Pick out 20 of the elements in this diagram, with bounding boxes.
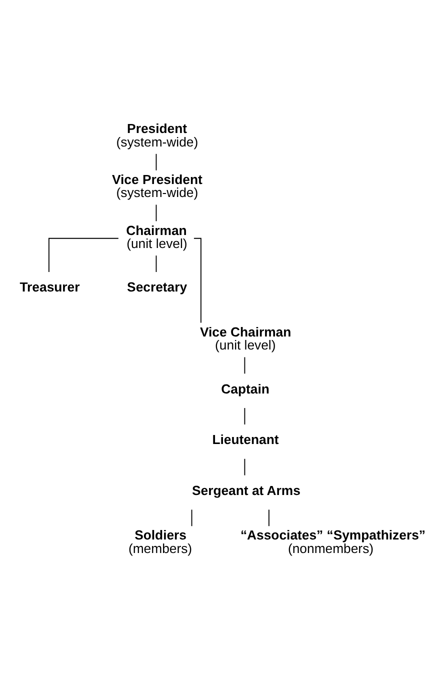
- node-text: Vice Chairman (unit level): [200, 324, 292, 353]
- connector: [48, 238, 119, 272]
- node-text: Captain: [221, 381, 270, 396]
- node-text: Soldiers (members): [128, 528, 192, 556]
- node-text: Secretary: [127, 280, 188, 295]
- connector: [191, 509, 192, 527]
- node-text: Sergeant at Arms: [192, 483, 300, 498]
- connector: [156, 153, 157, 171]
- connector: [244, 458, 246, 476]
- node-text: Vice President (system-wide): [112, 172, 202, 200]
- connector: [244, 356, 246, 374]
- connector: [156, 255, 157, 272]
- connector: [156, 204, 157, 222]
- node-text: Chairman (unit level): [126, 222, 188, 251]
- connector: [244, 408, 246, 425]
- node-text: “Associates” “Sympathizers” (nonmembers): [240, 528, 426, 556]
- node-text: Lieutenant: [212, 432, 279, 448]
- node-text: President (system-wide): [116, 121, 198, 150]
- connector: [268, 509, 270, 527]
- node-text: Treasurer: [20, 280, 80, 295]
